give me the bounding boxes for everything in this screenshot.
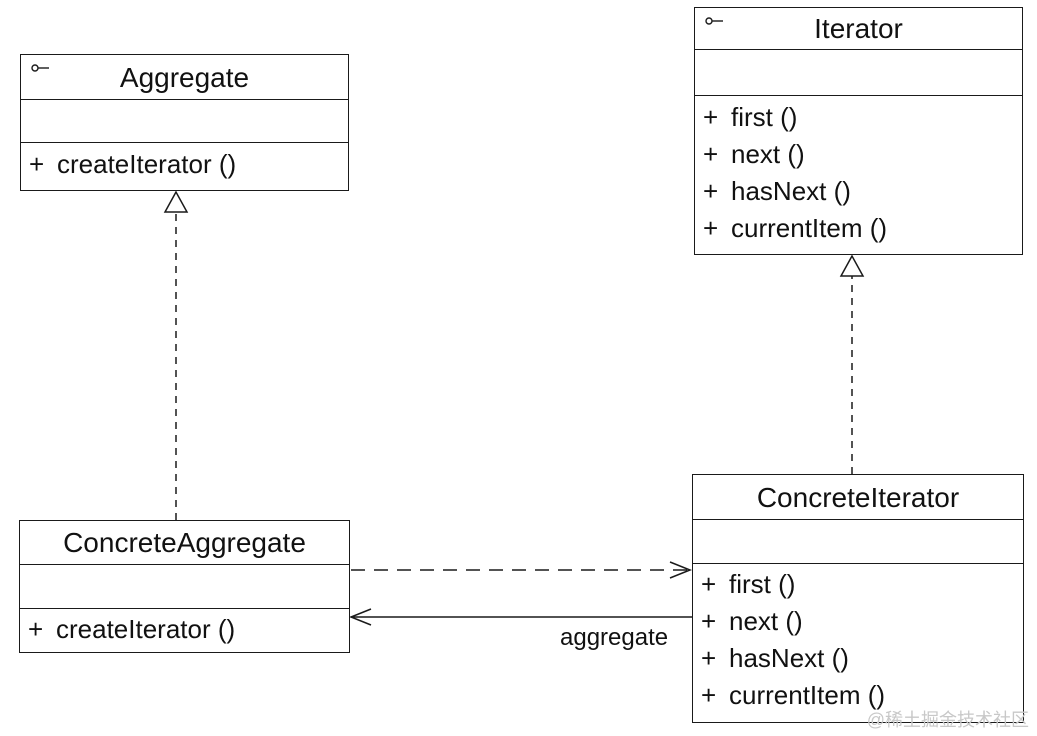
aggregate-class-name: Aggregate bbox=[21, 55, 348, 100]
interface-icon bbox=[705, 17, 723, 25]
op-label: currentItem () bbox=[731, 213, 888, 243]
op-label: createIterator () bbox=[56, 614, 236, 644]
concrete-aggregate-attributes bbox=[20, 565, 349, 609]
visibility-public: + bbox=[703, 102, 719, 132]
visibility-public: + bbox=[701, 569, 717, 599]
op-label: hasNext () bbox=[729, 643, 849, 673]
hollow-triangle-arrowhead bbox=[163, 190, 189, 213]
iterator-realization-connector bbox=[839, 254, 865, 474]
watermark: @稀土掘金技术社区 bbox=[866, 710, 1029, 730]
visibility-public: + bbox=[701, 606, 717, 636]
concrete-iterator-op-first: + first () bbox=[701, 566, 1023, 603]
iterator-title: Iterator bbox=[814, 13, 903, 44]
aggregate-title: Aggregate bbox=[119, 62, 250, 93]
concrete-iterator-op-has-next: + hasNext () bbox=[701, 640, 1023, 677]
op-label: next () bbox=[731, 139, 805, 169]
concrete-aggregate-class-name: ConcreteAggregate bbox=[20, 521, 349, 565]
iterator-class-name: Iterator bbox=[695, 8, 1022, 50]
concrete-iterator-op-current-item: + currentItem () bbox=[701, 677, 1023, 714]
iterator-operations: + first () + next () + hasNext () + currentI… bbox=[695, 96, 1022, 247]
aggregate-attributes bbox=[21, 100, 348, 143]
aggregate-class: Aggregate + createIterator () bbox=[20, 54, 349, 191]
open-arrowhead bbox=[669, 561, 693, 579]
iterator-attributes bbox=[695, 50, 1022, 96]
aggregate-op-create-iterator: + createIterator () bbox=[29, 146, 348, 183]
concrete-iterator-op-next: + next () bbox=[701, 603, 1023, 640]
concrete-aggregate-title: ConcreteAggregate bbox=[63, 527, 306, 558]
iterator-op-has-next: + hasNext () bbox=[703, 173, 1022, 210]
op-label: currentItem () bbox=[729, 680, 886, 710]
open-arrowhead bbox=[348, 608, 372, 626]
interface-icon bbox=[31, 64, 49, 72]
iterator-op-current-item: + currentItem () bbox=[703, 210, 1022, 247]
aggregate-association-connector bbox=[348, 608, 692, 626]
op-label: createIterator () bbox=[57, 149, 237, 179]
visibility-public: + bbox=[701, 680, 717, 710]
aggregate-realization-connector bbox=[163, 190, 189, 520]
visibility-public: + bbox=[28, 614, 44, 644]
concrete-iterator-class: ConcreteIterator + first () + next () + has… bbox=[692, 474, 1024, 723]
op-label: hasNext () bbox=[731, 176, 851, 206]
concrete-aggregate-op-create-iterator: + createIterator () bbox=[28, 611, 349, 648]
creates-dependency-connector bbox=[351, 561, 693, 579]
iterator-op-first: + first () bbox=[703, 99, 1022, 136]
concrete-iterator-attributes bbox=[693, 520, 1023, 564]
visibility-public: + bbox=[703, 213, 719, 243]
association-role-label: aggregate bbox=[560, 624, 669, 651]
concrete-aggregate-operations: + createIterator () bbox=[20, 609, 349, 648]
op-label: first () bbox=[731, 102, 798, 132]
aggregate-operations: + createIterator () bbox=[21, 143, 348, 183]
concrete-iterator-operations: + first () + next () + hasNext () + currentI… bbox=[693, 564, 1023, 714]
op-label: first () bbox=[729, 569, 796, 599]
visibility-public: + bbox=[703, 176, 719, 206]
visibility-public: + bbox=[29, 149, 45, 179]
visibility-public: + bbox=[701, 643, 717, 673]
hollow-triangle-arrowhead bbox=[839, 254, 865, 277]
visibility-public: + bbox=[703, 139, 719, 169]
op-label: next () bbox=[729, 606, 803, 636]
concrete-iterator-class-name: ConcreteIterator bbox=[693, 475, 1023, 520]
iterator-op-next: + next () bbox=[703, 136, 1022, 173]
concrete-aggregate-class: ConcreteAggregate + createIterator () bbox=[19, 520, 350, 653]
concrete-iterator-title: ConcreteIterator bbox=[756, 482, 960, 513]
iterator-class: Iterator + first () + next () + hasNext () … bbox=[694, 7, 1023, 255]
